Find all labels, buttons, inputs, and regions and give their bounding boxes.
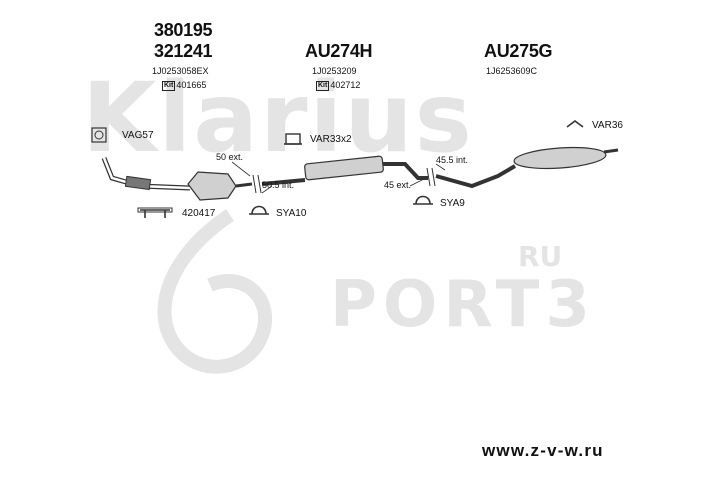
gasket-icon [91, 127, 107, 143]
label-420417: 420417 [182, 208, 216, 219]
dim-leader [261, 185, 273, 194]
joint-break-left [252, 174, 262, 194]
kit-number: 402712 [330, 80, 361, 90]
dim-50-ext: 50 ext. [216, 152, 244, 162]
kit-badge: Kit [316, 81, 330, 91]
oem-number: 1J0253058EX [152, 66, 209, 76]
dim-45-ext: 45 ext. [384, 180, 412, 190]
dim-45-5-int: 45.5 int. [436, 155, 469, 165]
label-sya10: SYA10 [276, 208, 307, 219]
rear-silencer [435, 146, 619, 189]
catalytic-converter [187, 171, 253, 201]
kit-badge: Kit [162, 81, 176, 91]
oem-number: 1J0253209 [312, 66, 357, 76]
kit-number: 401665 [176, 80, 207, 90]
part-number-321241: 321241 [154, 41, 213, 61]
dim-leader [231, 161, 251, 177]
part-number-380195: 380195 [154, 20, 213, 40]
sya9-clamp-icon [413, 195, 433, 205]
label-vag57: VAG57 [122, 130, 154, 141]
label-sya9: SYA9 [440, 198, 465, 209]
site-watermark-main: PORT3 [330, 268, 596, 342]
footer-url: www.z-v-w.ru [482, 441, 604, 460]
dim-50-5-int: 50.5 int. [262, 180, 295, 190]
dim-leader [409, 177, 427, 187]
oem-number: 1J6253609C [486, 66, 538, 76]
middle-silencer [261, 155, 428, 186]
label-var33x2: VAR33x2 [310, 134, 352, 145]
rubber-hanger-icon [284, 133, 302, 145]
label-var36: VAR36 [592, 120, 623, 131]
hanger-bracket-icon [566, 120, 584, 128]
clamp-icon [137, 207, 173, 218]
front-pipe [101, 157, 191, 191]
part-number-au274h: AU274H [305, 41, 373, 61]
klarius-watermark: Klarius [82, 62, 474, 174]
site-watermark-suffix: RU [518, 240, 563, 273]
part-number-au275g: AU275G [484, 41, 553, 61]
dim-leader [435, 163, 446, 171]
joint-break-right [426, 167, 436, 187]
sya10-clamp-icon [249, 205, 269, 215]
